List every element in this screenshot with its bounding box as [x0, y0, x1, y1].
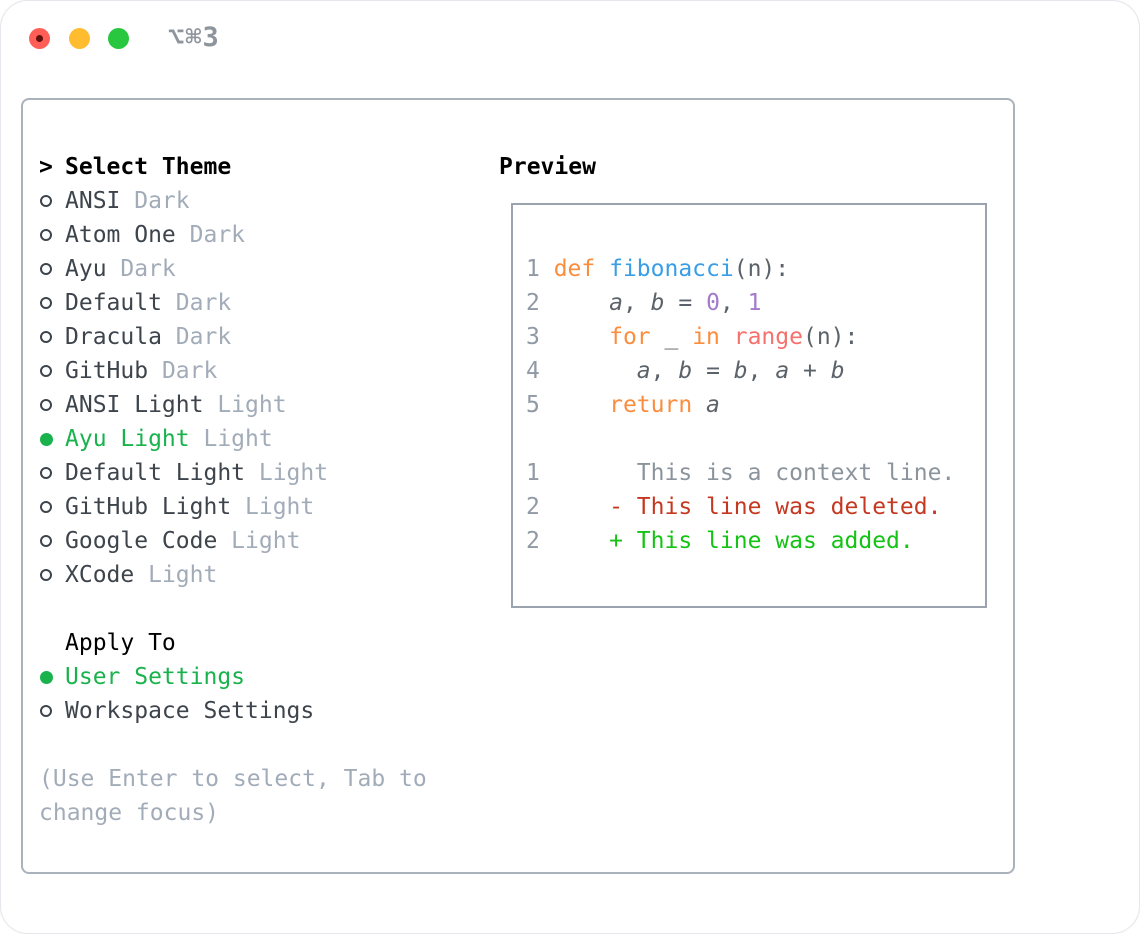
line-number: 2	[526, 494, 554, 520]
option-label: Google Code	[65, 528, 218, 554]
theme-list-title: Select Theme	[65, 154, 232, 180]
option-variant-label: Dark	[148, 358, 218, 384]
option-variant-label: Light	[231, 494, 315, 520]
option-label: Workspace Settings	[65, 698, 315, 724]
option-variant-label: Dark	[161, 290, 232, 316]
option-label: Ayu Light	[65, 426, 190, 452]
radio-icon	[40, 501, 52, 513]
option-label: Dracula	[65, 324, 162, 350]
option-variant-label: Dark	[106, 256, 176, 282]
option-variant-label: Light	[245, 460, 329, 486]
selection-caret-icon: >	[39, 154, 53, 180]
option-label: XCode	[65, 562, 135, 588]
option-label: ANSI Light	[65, 392, 204, 418]
preview-title: Preview	[499, 154, 596, 180]
close-button[interactable]	[29, 28, 50, 49]
line-number: 2	[526, 528, 554, 554]
option-label: ANSI	[65, 188, 121, 214]
theme-option-ansi-light[interactable]: ANSI Light Light	[39, 388, 471, 422]
option-label: GitHub	[65, 358, 149, 384]
theme-option-google-code[interactable]: Google Code Light	[39, 524, 471, 558]
radio-selected-icon	[40, 670, 53, 684]
option-variant-label: Light	[217, 528, 301, 554]
code-line-5: 5 return a	[526, 392, 720, 418]
line-number: 5	[526, 392, 554, 418]
radio-icon	[40, 195, 52, 207]
option-variant-label: Dark	[120, 188, 190, 214]
radio-icon	[40, 467, 52, 479]
line-number: 3	[526, 324, 554, 350]
option-variant-label: Dark	[161, 324, 232, 350]
radio-icon	[40, 705, 52, 717]
code-line-3: 3 for _ in range(n):	[526, 324, 859, 350]
theme-option-ansi[interactable]: ANSI Dark	[39, 184, 471, 218]
theme-list-header-row: > Select Theme	[39, 150, 471, 184]
option-variant-label: Light	[203, 392, 287, 418]
theme-option-default-light[interactable]: Default Light Light	[39, 456, 471, 490]
spacer	[39, 728, 471, 762]
radio-icon	[40, 297, 52, 309]
option-label: GitHub Light	[65, 494, 232, 520]
radio-icon	[40, 263, 52, 275]
line-number: 1	[526, 460, 554, 486]
line-number: 4	[526, 358, 554, 384]
apply-to-header-row: Apply To	[39, 626, 471, 660]
apply-to-title: Apply To	[65, 630, 176, 656]
theme-option-github[interactable]: GitHub Dark	[39, 354, 471, 388]
minimize-button[interactable]	[69, 28, 90, 49]
close-dot-icon	[36, 35, 43, 42]
zoom-button[interactable]	[108, 28, 129, 49]
option-label: Atom One	[65, 222, 176, 248]
theme-option-xcode[interactable]: XCode Light	[39, 558, 471, 592]
option-variant-label: Light	[189, 426, 273, 452]
option-variant-label: Dark	[175, 222, 246, 248]
theme-option-ayu-light[interactable]: Ayu Light Light	[39, 422, 471, 456]
code-line-1: 1 def fibonacci(n):	[526, 256, 790, 282]
diff-added-line: 2 + This line was added.	[526, 528, 914, 554]
option-label: Default	[65, 290, 162, 316]
theme-option-github-light[interactable]: GitHub Light Light	[39, 490, 471, 524]
line-number: 2	[526, 290, 554, 316]
radio-icon	[40, 365, 52, 377]
option-label: Ayu	[65, 256, 107, 282]
window-shortcut-label: ⌥⌘3	[168, 22, 220, 53]
diff-context-line: 1 This is a context line.	[526, 460, 956, 486]
preview-pane: 1 def fibonacci(n): 2 a, b = 0, 1 3 for _ …	[511, 203, 987, 608]
theme-option-atom-one[interactable]: Atom One Dark	[39, 218, 471, 252]
theme-option-ayu[interactable]: Ayu Dark	[39, 252, 471, 286]
radio-icon	[40, 569, 52, 581]
radio-icon	[40, 229, 52, 241]
diff-deleted-line: 2 - This line was deleted.	[526, 494, 942, 520]
radio-icon	[40, 399, 52, 411]
code-line-2: 2 a, b = 0, 1	[526, 290, 762, 316]
spacer	[39, 592, 471, 626]
theme-option-dracula[interactable]: Dracula Dark	[39, 320, 471, 354]
option-variant-label: Light	[134, 562, 218, 588]
line-number: 1	[526, 256, 554, 282]
option-label: Default Light	[65, 460, 246, 486]
theme-option-default[interactable]: Default Dark	[39, 286, 471, 320]
code-line-4: 4 a, b = b, a + b	[526, 358, 845, 384]
help-text: (Use Enter to select, Tab to change focu…	[39, 766, 427, 826]
apply-option-user-settings[interactable]: User Settings	[39, 660, 471, 694]
apply-option-workspace-settings[interactable]: Workspace Settings	[39, 694, 471, 728]
option-label: User Settings	[65, 664, 246, 690]
radio-icon	[40, 331, 52, 343]
radio-selected-icon	[40, 432, 53, 446]
radio-icon	[40, 535, 52, 547]
blank-line	[526, 422, 985, 456]
